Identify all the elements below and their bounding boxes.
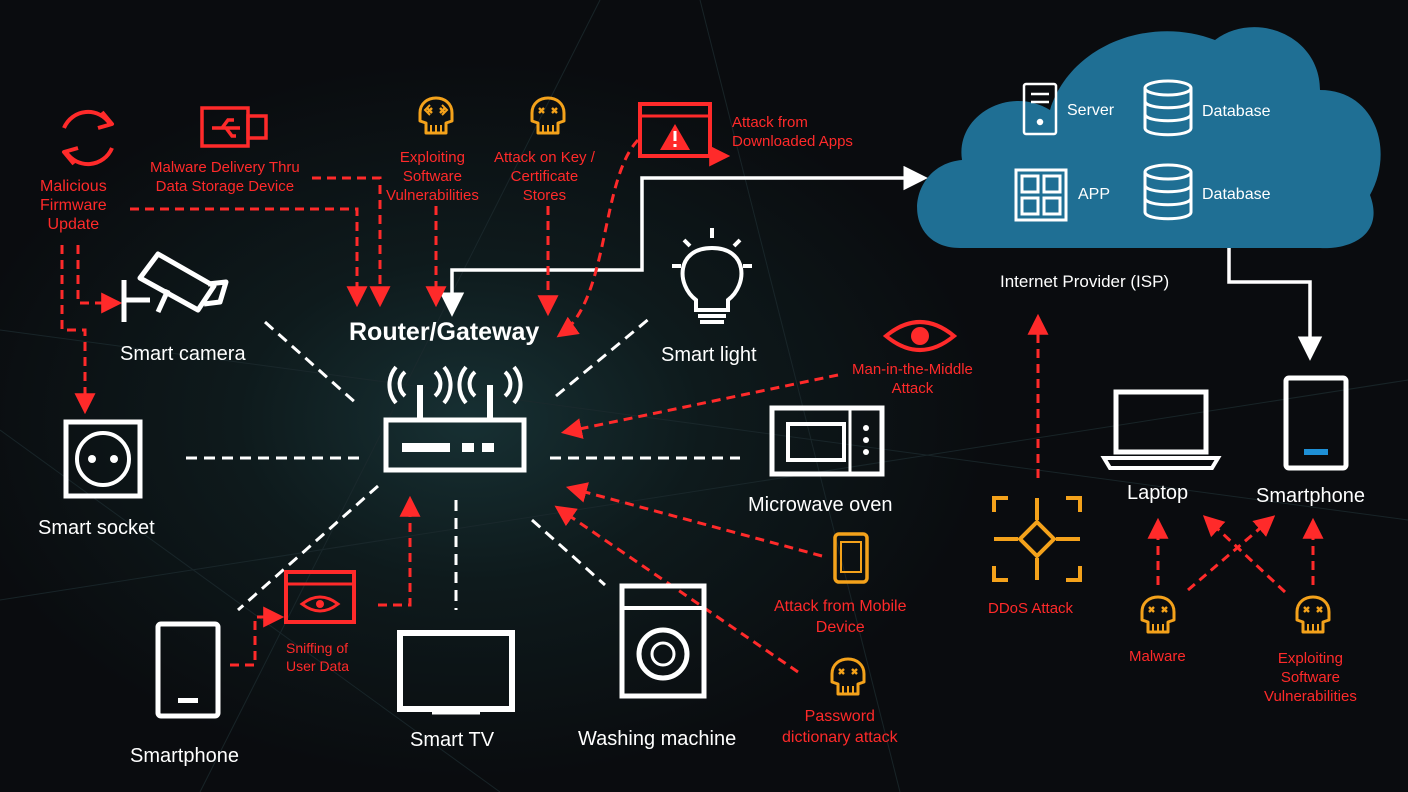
threat-sniffing: Sniffing of User Data bbox=[286, 640, 350, 674]
skull-icon bbox=[418, 96, 454, 135]
skull-icon bbox=[830, 657, 866, 696]
database-icon bbox=[1143, 79, 1193, 137]
skull-icon bbox=[1295, 595, 1331, 634]
threat-malicious-firmware: Malicious Firmware Update bbox=[40, 178, 107, 233]
database-icon bbox=[1143, 163, 1193, 221]
threat-mobile-device: Attack from Mobile Device bbox=[774, 598, 907, 636]
attack-arrows bbox=[60, 138, 1324, 674]
usb-drive-icon bbox=[200, 106, 268, 148]
device-label-smart-socket: Smart socket bbox=[38, 517, 155, 539]
router-icon bbox=[383, 365, 527, 473]
smartphone-icon bbox=[155, 621, 221, 719]
browser-eye-icon bbox=[284, 570, 356, 624]
hub-label: Router/Gateway bbox=[349, 318, 540, 346]
device-label-laptop: Laptop bbox=[1127, 482, 1189, 504]
threat-ddos: DDoS Attack bbox=[988, 600, 1074, 617]
camera-icon bbox=[121, 251, 229, 322]
cloud-item-database: Database bbox=[1202, 103, 1271, 120]
device-label-smart-light: Smart light bbox=[661, 344, 757, 366]
app-icon bbox=[1014, 168, 1068, 222]
threat-malware: Malware bbox=[1129, 648, 1186, 665]
threat-mitm: Man-in-the-Middle Attack bbox=[852, 361, 973, 397]
smartphone-icon bbox=[1283, 375, 1349, 471]
eye-icon bbox=[882, 320, 958, 352]
device-label-smart-tv: Smart TV bbox=[410, 729, 495, 751]
socket-icon bbox=[63, 419, 143, 499]
skull-icon bbox=[1140, 595, 1176, 634]
device-label-washing-machine: Washing machine bbox=[578, 728, 737, 750]
threat-key-stores: Attack on Key / Certificate Stores bbox=[494, 149, 595, 204]
device-links bbox=[186, 316, 740, 612]
microwave-icon bbox=[769, 405, 885, 477]
device-label-smartphone: Smartphone bbox=[130, 745, 239, 767]
tv-icon bbox=[397, 630, 515, 715]
router-cloud-link bbox=[439, 165, 928, 317]
threat-exploiting-software: Exploiting Software Vulnerabilities bbox=[386, 149, 479, 204]
threat-exploiting-software-2: Exploiting Software Vulnerabilities bbox=[1264, 650, 1357, 705]
threat-password-dictionary: Password dictionary attack bbox=[782, 708, 898, 746]
device-label-microwave: Microwave oven bbox=[748, 494, 893, 516]
laptop-icon bbox=[1100, 389, 1222, 470]
device-label-smart-camera: Smart camera bbox=[120, 343, 246, 365]
isp-label: Internet Provider (ISP) bbox=[1000, 272, 1170, 291]
target-icon bbox=[992, 496, 1082, 582]
light-bulb-icon bbox=[672, 228, 752, 324]
device-label-isp-smartphone: Smartphone bbox=[1256, 485, 1365, 507]
washing-machine-icon bbox=[619, 583, 707, 699]
threat-downloaded-apps: Attack from Downloaded Apps bbox=[732, 114, 853, 150]
server-icon bbox=[1022, 82, 1058, 136]
refresh-icon bbox=[62, 109, 114, 167]
threat-malware-delivery: Malware Delivery Thru Data Storage Devic… bbox=[150, 159, 300, 195]
cloud-item-database: Database bbox=[1202, 186, 1271, 203]
browser-warning-icon bbox=[638, 102, 712, 158]
mobile-device-icon bbox=[833, 532, 869, 584]
code-icon bbox=[423, 104, 449, 116]
cloud-smartphone-link bbox=[1216, 222, 1323, 361]
cloud-item-app: APP bbox=[1078, 186, 1111, 203]
cloud-item-server: Server bbox=[1067, 102, 1115, 119]
